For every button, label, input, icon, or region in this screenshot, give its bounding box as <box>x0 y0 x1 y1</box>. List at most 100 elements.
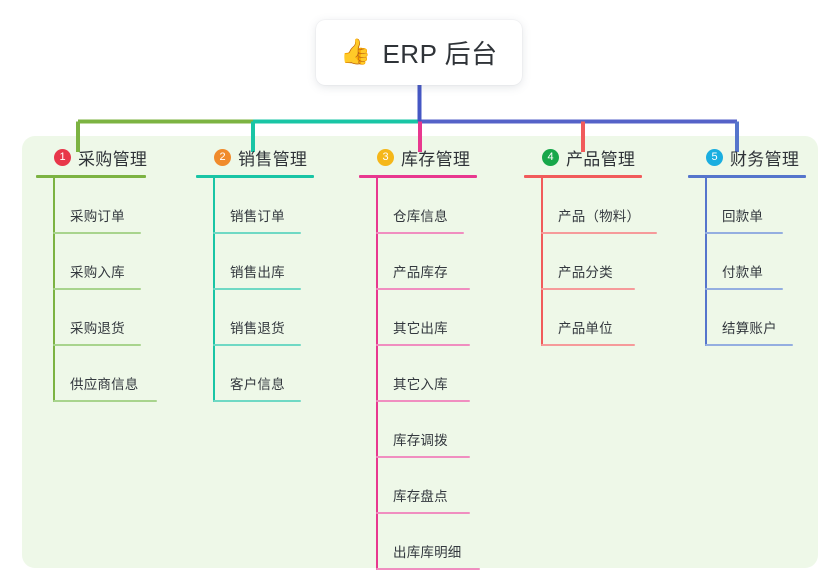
branch-item-rule <box>376 232 464 234</box>
branch-spine <box>705 178 707 346</box>
branch-item-label: 仓库信息 <box>393 209 448 224</box>
branch-title: 销售管理 <box>238 149 308 169</box>
branch-item[interactable]: 其它入库 <box>359 346 477 402</box>
branch-item[interactable]: 销售退货 <box>196 290 314 346</box>
branch-column-5: 5 财务管理回款单付款单结算账户 <box>688 144 806 346</box>
branch-item-label: 产品库存 <box>393 265 448 280</box>
branch-item[interactable]: 产品库存 <box>359 234 477 290</box>
branch-item-rule <box>705 344 793 346</box>
branch-spine <box>53 178 55 402</box>
branch-number-badge: 1 <box>54 148 71 166</box>
branch-item[interactable]: 付款单 <box>688 234 806 290</box>
branch-item[interactable]: 产品（物料） <box>524 178 657 234</box>
branch-item-label: 其它入库 <box>393 377 448 392</box>
branch-item-label: 结算账户 <box>722 321 777 336</box>
branch-item-rule <box>376 400 470 402</box>
branch-item-label: 采购退货 <box>70 321 125 336</box>
branch-item[interactable]: 结算账户 <box>688 290 806 346</box>
root-node[interactable]: 👍 ERP 后台 <box>316 20 522 85</box>
branch-item[interactable]: 仓库信息 <box>359 178 477 234</box>
branch-title: 产品管理 <box>566 149 636 169</box>
branch-header-2[interactable]: 2 销售管理 <box>196 144 314 170</box>
branch-item-rule <box>213 232 301 234</box>
branch-number-badge: 5 <box>706 148 723 166</box>
branch-item-label: 采购入库 <box>70 265 125 280</box>
branch-item[interactable]: 产品单位 <box>524 290 642 346</box>
branch-title: 采购管理 <box>78 149 148 169</box>
branch-item-label: 销售退货 <box>230 321 285 336</box>
branch-title: 财务管理 <box>730 149 800 169</box>
branch-item-label: 采购订单 <box>70 209 125 224</box>
branch-item-label: 库存调拨 <box>393 433 448 448</box>
branch-header-3[interactable]: 3 库存管理 <box>359 144 477 170</box>
branch-item-label: 其它出库 <box>393 321 448 336</box>
root-title: ERP 后台 <box>382 39 498 69</box>
branch-item[interactable]: 采购入库 <box>36 234 147 290</box>
branch-item-rule <box>213 288 301 290</box>
branch-item-label: 供应商信息 <box>70 377 139 392</box>
branch-header-rule <box>359 175 477 178</box>
branch-item-rule <box>53 344 141 346</box>
branch-item-rule <box>213 400 301 402</box>
branch-header-5[interactable]: 5 财务管理 <box>688 144 806 170</box>
branch-items: 回款单付款单结算账户 <box>688 178 806 346</box>
branch-column-2: 2 销售管理销售订单销售出库销售退货客户信息 <box>196 144 314 402</box>
branch-item[interactable]: 采购订单 <box>36 178 147 234</box>
branch-header-rule <box>196 175 314 178</box>
branch-header-4[interactable]: 4 产品管理 <box>524 144 642 170</box>
branch-items: 采购订单采购入库采购退货供应商信息 <box>36 178 157 402</box>
branch-item[interactable]: 其它出库 <box>359 290 477 346</box>
branch-number-badge: 2 <box>214 148 231 166</box>
branch-item-rule <box>53 400 157 402</box>
branch-number-badge: 3 <box>377 148 394 166</box>
branch-item-rule <box>376 344 470 346</box>
branch-spine <box>213 178 215 402</box>
branch-item[interactable]: 出库库明细 <box>359 514 480 570</box>
branch-item-label: 客户信息 <box>230 377 285 392</box>
branch-spine <box>376 178 378 570</box>
branch-item[interactable]: 产品分类 <box>524 234 642 290</box>
thumbs-up-icon: 👍 <box>340 38 372 66</box>
branch-item[interactable]: 客户信息 <box>196 346 314 402</box>
branch-item-label: 销售出库 <box>230 265 285 280</box>
branch-item-label: 出库库明细 <box>393 545 462 560</box>
branch-item[interactable]: 回款单 <box>688 178 806 234</box>
branch-item[interactable]: 销售出库 <box>196 234 314 290</box>
branch-item-rule <box>705 288 783 290</box>
branch-header-1[interactable]: 1 采购管理 <box>36 144 147 170</box>
branch-item[interactable]: 供应商信息 <box>36 346 157 402</box>
branch-item-rule <box>53 232 141 234</box>
branch-column-3: 3 库存管理仓库信息产品库存其它出库其它入库库存调拨库存盘点出库库明细 <box>359 144 480 570</box>
branch-items: 销售订单销售出库销售退货客户信息 <box>196 178 314 402</box>
branch-item-rule <box>541 288 635 290</box>
branch-item-label: 产品（物料） <box>558 209 641 224</box>
branch-item-rule <box>541 344 635 346</box>
branch-item[interactable]: 销售订单 <box>196 178 314 234</box>
branch-number-badge: 4 <box>542 148 559 166</box>
branch-header-rule <box>688 175 806 178</box>
branch-item-label: 产品单位 <box>558 321 613 336</box>
branch-header-rule <box>524 175 642 178</box>
branch-item-rule <box>376 512 470 514</box>
branch-items: 仓库信息产品库存其它出库其它入库库存调拨库存盘点出库库明细 <box>359 178 480 570</box>
branch-item-rule <box>376 568 480 570</box>
branch-item-label: 产品分类 <box>558 265 613 280</box>
branches-panel <box>22 136 818 568</box>
branch-item-rule <box>541 232 657 234</box>
branch-items: 产品（物料） 产品分类产品单位 <box>524 178 657 346</box>
branch-item-rule <box>705 232 783 234</box>
branch-item-label: 库存盘点 <box>393 489 448 504</box>
branch-title: 库存管理 <box>401 149 471 169</box>
branch-item-label: 销售订单 <box>230 209 285 224</box>
branch-header-rule <box>36 175 146 178</box>
branch-item-rule <box>376 456 470 458</box>
branch-item[interactable]: 库存调拨 <box>359 402 477 458</box>
branch-item[interactable]: 采购退货 <box>36 290 147 346</box>
branch-item-label: 回款单 <box>722 209 764 224</box>
branch-item-rule <box>213 344 301 346</box>
branch-spine <box>541 178 543 346</box>
branch-item[interactable]: 库存盘点 <box>359 458 477 514</box>
branch-item-rule <box>376 288 470 290</box>
branch-column-4: 4 产品管理产品（物料） 产品分类产品单位 <box>524 144 657 346</box>
